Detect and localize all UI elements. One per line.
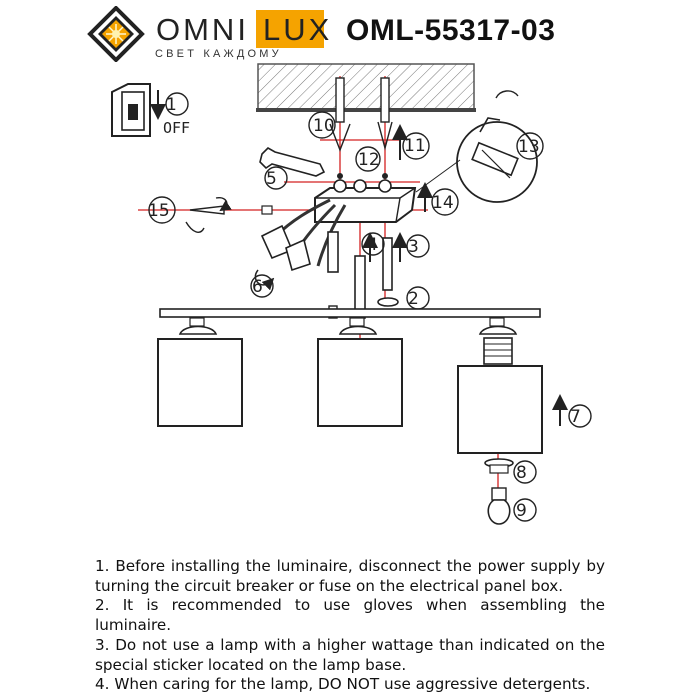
note-1: 1. Before installing the luminaire, disc… bbox=[95, 557, 605, 595]
step-12-label: 12 bbox=[358, 150, 380, 170]
step-13-label: 13 bbox=[518, 137, 540, 157]
step-4-label: 4 bbox=[367, 235, 378, 255]
step-15-label: 15 bbox=[148, 201, 170, 221]
step-3-label: 3 bbox=[408, 237, 419, 257]
note-2: 2. It is recommended to use gloves when … bbox=[95, 596, 605, 635]
model-number: OML-55317-03 bbox=[346, 14, 556, 47]
power-switch-icon bbox=[111, 83, 166, 137]
bulb-icon bbox=[487, 487, 511, 525]
brand-tagline: СВЕТ КАЖДОМУ bbox=[155, 48, 282, 60]
step-7-label: 7 bbox=[570, 407, 581, 427]
brand-name-left: OMNI bbox=[156, 12, 249, 47]
brand-name-right: LUX bbox=[263, 12, 333, 47]
step-10-label: 10 bbox=[313, 116, 335, 136]
brand-lux-highlight bbox=[256, 10, 324, 48]
step-6-label: 6 bbox=[252, 277, 263, 297]
step-11-label: 11 bbox=[404, 136, 426, 156]
step-5-label: 5 bbox=[266, 169, 277, 189]
mounting-plate bbox=[314, 173, 417, 223]
brand-logo: OMNI LUX СВЕТ КАЖДОМУ bbox=[86, 6, 336, 62]
logo-diamond-icon bbox=[87, 6, 145, 62]
wires-and-connectors bbox=[260, 198, 347, 273]
ceiling bbox=[256, 63, 476, 112]
safety-notes: 1. Before installing the luminaire, disc… bbox=[95, 557, 605, 695]
note-4: 4. When caring for the lamp, DO NOT use … bbox=[95, 675, 591, 694]
guide-lines bbox=[138, 76, 499, 500]
fixture-bar bbox=[159, 308, 541, 318]
step-14-label: 14 bbox=[432, 193, 454, 213]
off-label: OFF bbox=[163, 119, 190, 137]
screwdriver-icon bbox=[185, 196, 273, 233]
step-8-label: 8 bbox=[516, 463, 527, 483]
step-9-label: 9 bbox=[516, 501, 527, 521]
step-1-label: 1 bbox=[166, 95, 177, 115]
lamp-holders bbox=[178, 317, 518, 365]
assembly-diagram: 1 OFF 10 11 5 12 bbox=[111, 63, 592, 525]
wrench-icon bbox=[259, 147, 326, 177]
step-2-label: 2 bbox=[408, 289, 419, 309]
note-3: 3. Do not use a lamp with a higher watta… bbox=[95, 635, 605, 674]
lamp-shades bbox=[157, 338, 543, 454]
retaining-ring bbox=[484, 458, 514, 474]
